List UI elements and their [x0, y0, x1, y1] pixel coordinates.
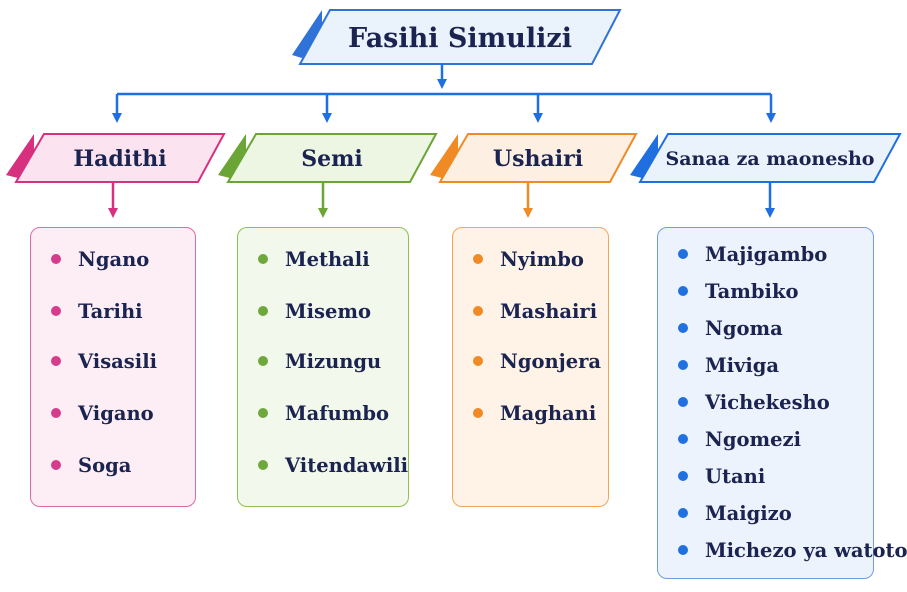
- list-box-hadithi: Ngano Tarihi Visasili Vigano Soga: [30, 227, 196, 507]
- list-item: Methali: [238, 246, 370, 272]
- root-node: Fasihi Simulizi: [300, 12, 620, 64]
- list-item: Maigizo: [658, 500, 792, 526]
- list-item-label: Miviga: [705, 353, 780, 377]
- list-item: Soga: [31, 452, 131, 478]
- list-item-label: Misemo: [285, 299, 372, 323]
- list-box-semi: Methali Misemo Mizungu Mafumbo Vitendawi…: [237, 227, 409, 507]
- list-item: Visasili: [31, 348, 157, 374]
- list-item: Majigambo: [658, 241, 827, 267]
- list-item: Nyimbo: [453, 246, 584, 272]
- bullet-icon: [51, 460, 61, 470]
- list-item-label: Michezo ya watoto: [705, 538, 907, 562]
- list-item-label: Mafumbo: [285, 401, 390, 425]
- list-item: Mafumbo: [238, 400, 389, 426]
- category-label-sanaa: Sanaa za maonesho: [665, 148, 875, 170]
- list-item: Ngomezi: [658, 426, 801, 452]
- list-box-sanaa: Majigambo Tambiko Ngoma Miviga Vichekesh…: [657, 227, 907, 579]
- bullet-icon: [678, 286, 688, 296]
- bullet-icon: [678, 471, 688, 481]
- category-node-hadithi: Hadithi: [18, 136, 222, 182]
- list-item: Vigano: [31, 400, 154, 426]
- bullet-icon: [473, 306, 483, 316]
- bullet-icon: [258, 460, 268, 470]
- category-node-sanaa: Sanaa za maonesho: [642, 136, 898, 182]
- list-item: Ngoma: [658, 315, 783, 341]
- category-label-semi: Semi: [301, 146, 363, 172]
- bullet-icon: [678, 397, 688, 407]
- list-item-label: Soga: [78, 453, 132, 477]
- list-item: Utani: [658, 463, 765, 489]
- list-item: Vitendawili: [238, 452, 408, 478]
- bullet-icon: [473, 356, 483, 366]
- list-item: Michezo ya watoto: [658, 537, 907, 563]
- list-item: Miviga: [658, 352, 779, 378]
- list-item: Misemo: [238, 298, 371, 324]
- bullet-icon: [678, 508, 688, 518]
- bullet-icon: [678, 323, 688, 333]
- list-item-label: Nyimbo: [500, 247, 584, 271]
- list-item-label: Vitendawili: [285, 453, 409, 477]
- bullet-icon: [258, 356, 268, 366]
- list-item-label: Ngomezi: [705, 427, 801, 451]
- list-item-label: Vigano: [78, 401, 154, 425]
- list-item-label: Maghani: [500, 401, 597, 425]
- category-node-shape-hadithi: [6, 133, 226, 183]
- list-item: Ngonjera: [453, 348, 601, 374]
- category-label-hadithi: Hadithi: [73, 146, 167, 172]
- list-item-label: Utani: [705, 464, 766, 488]
- list-item: Mizungu: [238, 348, 381, 374]
- bullet-icon: [473, 408, 483, 418]
- root-node-label: Fasihi Simulizi: [348, 22, 572, 54]
- list-item-label: Methali: [285, 247, 370, 271]
- bullet-icon: [678, 249, 688, 259]
- list-item: Ngano: [31, 246, 149, 272]
- bullet-icon: [678, 545, 688, 555]
- category-label-ushairi: Ushairi: [492, 146, 584, 172]
- root-node-shape: [292, 9, 622, 65]
- bullet-icon: [51, 408, 61, 418]
- list-item-label: Mizungu: [285, 349, 382, 373]
- bullet-icon: [258, 254, 268, 264]
- category-node-shape-semi: [218, 133, 438, 183]
- bullet-icon: [678, 360, 688, 370]
- list-box-ushairi: Nyimbo Mashairi Ngonjera Maghani: [452, 227, 609, 507]
- list-item-label: Mashairi: [500, 299, 598, 323]
- bullet-icon: [51, 306, 61, 316]
- list-item-label: Maigizo: [705, 501, 792, 525]
- category-node-shape-sanaa: [630, 133, 902, 183]
- list-item: Mashairi: [453, 298, 597, 324]
- list-item: Vichekesho: [658, 389, 830, 415]
- bullet-icon: [678, 434, 688, 444]
- category-node-semi: Semi: [230, 136, 434, 182]
- bullet-icon: [51, 356, 61, 366]
- category-node-ushairi: Ushairi: [442, 136, 634, 182]
- bullet-icon: [51, 254, 61, 264]
- list-item: Tambiko: [658, 278, 798, 304]
- list-item: Tarihi: [31, 298, 143, 324]
- list-item-label: Ngoma: [705, 316, 783, 340]
- list-item-label: Majigambo: [705, 242, 828, 266]
- bullet-icon: [258, 408, 268, 418]
- connector-lines: [112, 64, 776, 123]
- list-item-label: Vichekesho: [705, 390, 830, 414]
- bullet-icon: [473, 254, 483, 264]
- list-item-label: Visasili: [78, 349, 158, 373]
- list-item-label: Ngonjera: [500, 349, 602, 373]
- list-item-label: Tarihi: [78, 299, 143, 323]
- list-item-label: Ngano: [78, 247, 150, 271]
- bullet-icon: [258, 306, 268, 316]
- list-item-label: Tambiko: [705, 279, 799, 303]
- category-node-shape-ushairi: [430, 133, 638, 183]
- list-item: Maghani: [453, 400, 596, 426]
